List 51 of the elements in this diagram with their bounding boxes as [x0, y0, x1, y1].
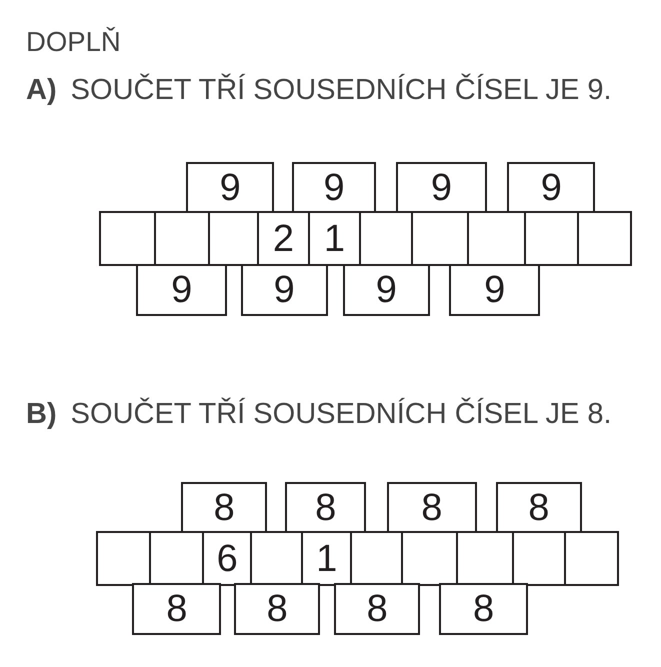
digit: 1: [324, 220, 346, 258]
given-number-box: [202, 531, 253, 586]
sum-box: [342, 264, 430, 316]
instruction-text: B) SOUČET TŘÍ SOUSEDNÍCH ČÍSEL JE 8.: [26, 400, 612, 429]
digit: 1: [316, 540, 338, 578]
sum-box: [234, 583, 320, 635]
answer-box: [250, 531, 304, 586]
sum-box: [386, 482, 477, 534]
sum-box: [334, 583, 420, 635]
digit: 6: [216, 540, 238, 578]
answer-box: [512, 531, 566, 586]
digit: 8: [421, 489, 442, 528]
digit: 9: [274, 271, 295, 309]
given-number-box: [300, 531, 353, 586]
sum-box: [507, 162, 596, 214]
sum-box: [496, 482, 582, 534]
sum-box: [181, 482, 268, 534]
task-heading: DOPLŇ: [26, 28, 121, 56]
digit: 9: [324, 168, 345, 206]
digit: 8: [214, 489, 235, 528]
digit: 9: [540, 168, 562, 206]
digit: 8: [166, 590, 188, 628]
digit: 9: [484, 271, 506, 309]
sum-box: [292, 162, 376, 214]
answer-box: [564, 531, 619, 586]
sum-box: [285, 482, 366, 534]
answer-box: [99, 210, 157, 266]
sum-box: [186, 162, 274, 214]
digit: 9: [376, 271, 397, 309]
digit: 8: [366, 590, 388, 628]
sum-box: [132, 583, 222, 635]
digit: 8: [315, 489, 336, 528]
digit: 8: [266, 590, 288, 628]
answer-box: [96, 531, 152, 586]
sum-box: [136, 264, 228, 316]
answer-box: [350, 531, 404, 586]
sum-box: [449, 264, 540, 316]
answer-box: [456, 531, 514, 586]
answer-box: [400, 531, 459, 586]
digit: 8: [528, 489, 550, 528]
digit: 9: [430, 168, 452, 206]
sum-box: [439, 583, 528, 635]
digit: 8: [472, 590, 494, 628]
sum-box: [240, 264, 328, 316]
digit: 2: [272, 220, 294, 258]
digit: 9: [171, 271, 192, 309]
instruction-text: A) SOUČET TŘÍ SOUSEDNÍCH ČÍSEL JE 9.: [26, 76, 612, 105]
answer-box: [149, 531, 204, 586]
digit: 9: [220, 168, 241, 206]
answer-box: [576, 210, 632, 266]
sum-box: [396, 162, 488, 214]
